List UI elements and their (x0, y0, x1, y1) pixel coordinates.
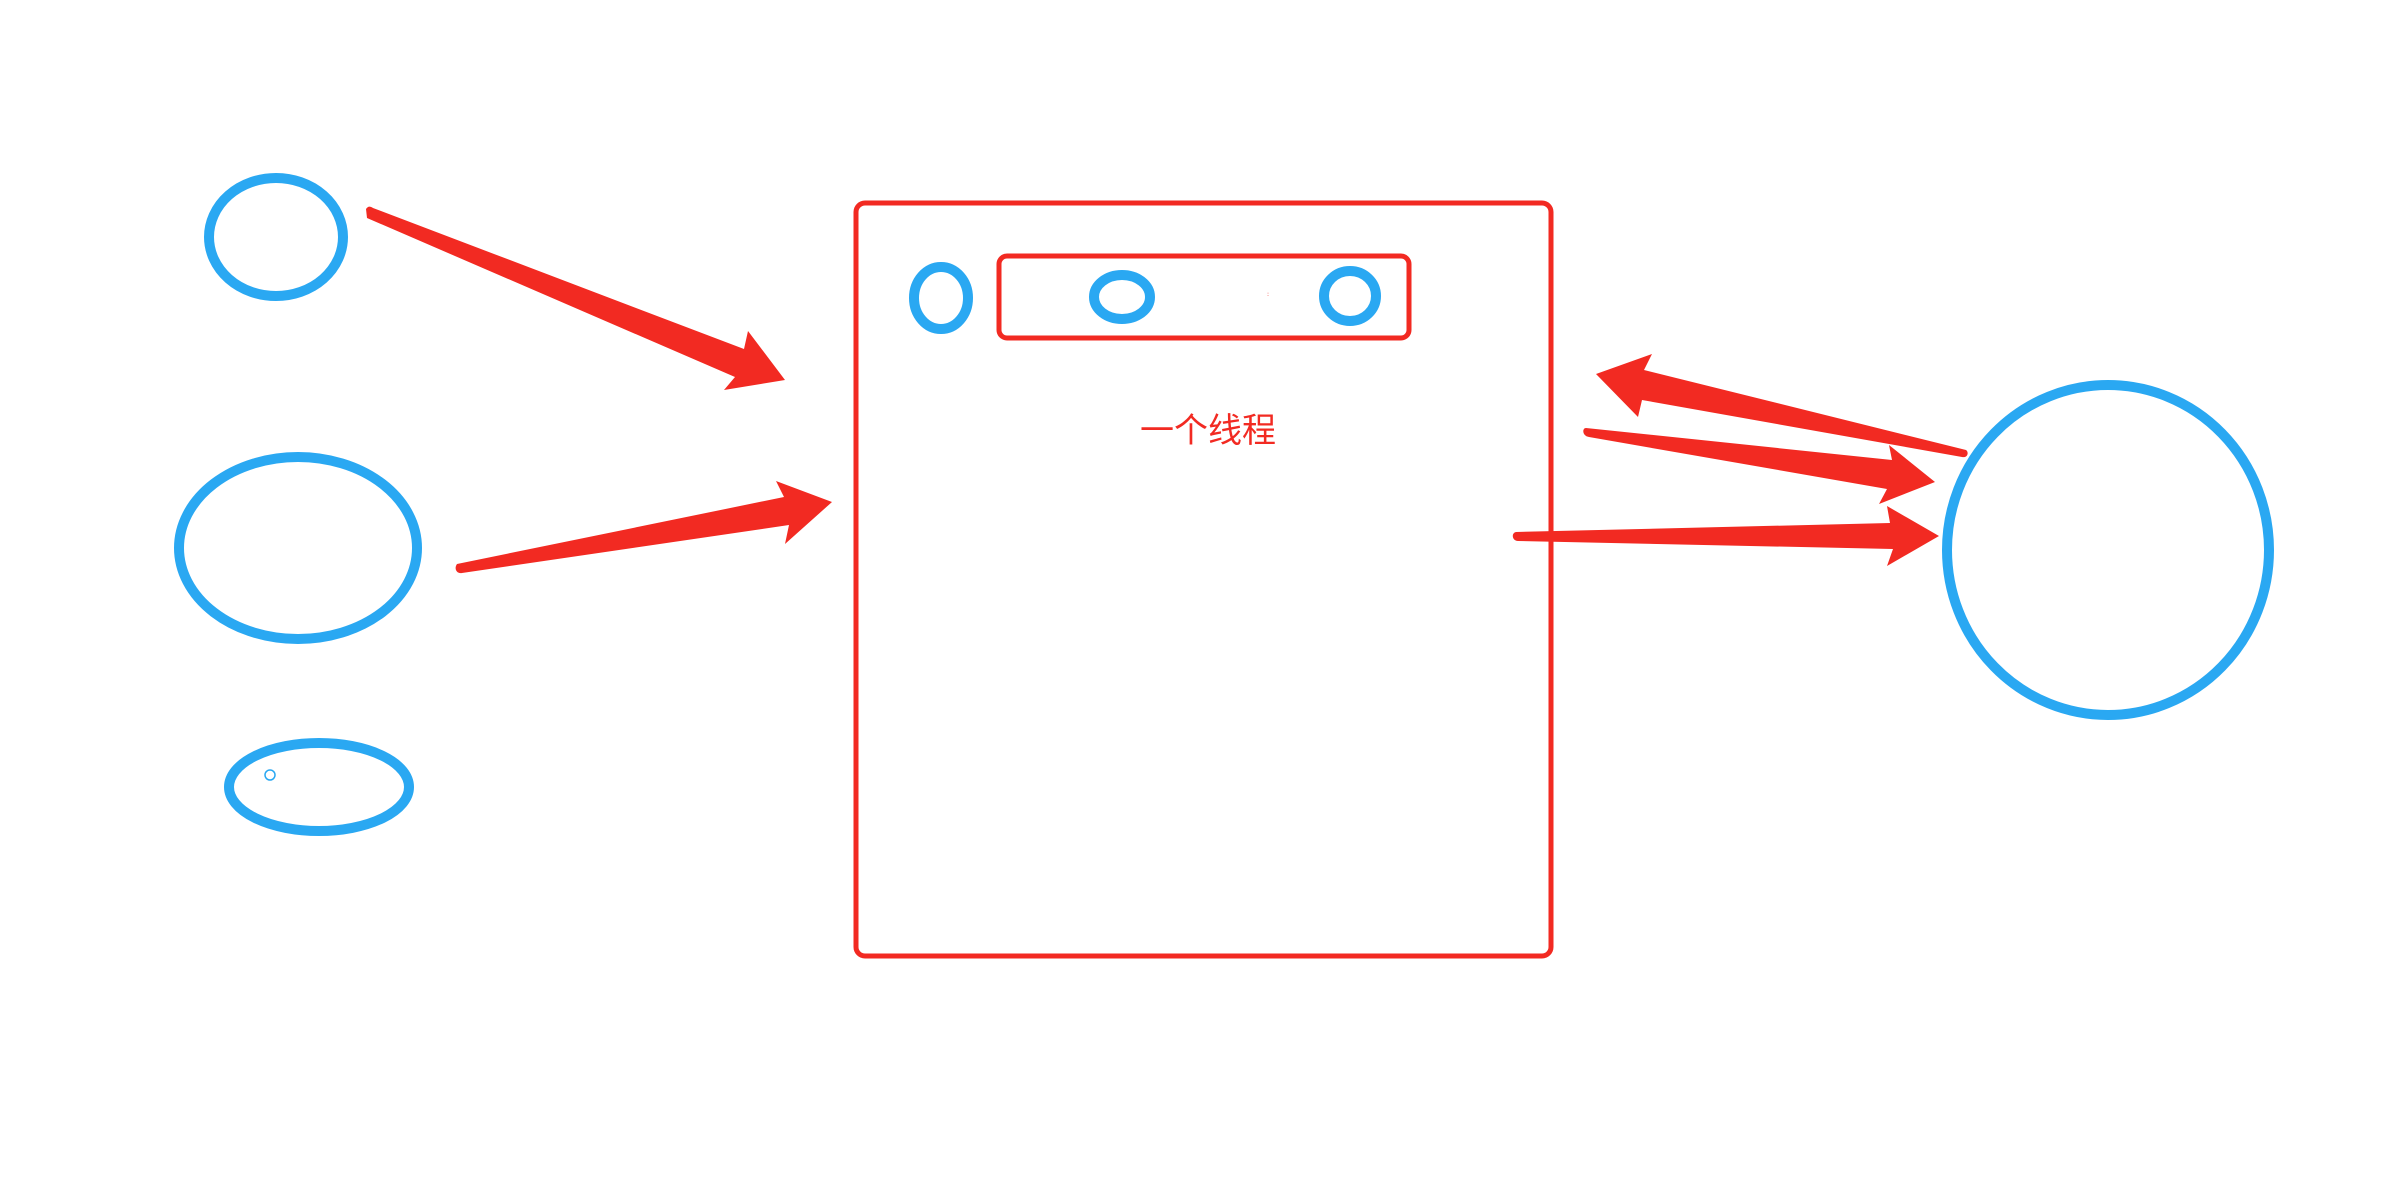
queue-box: : (996, 253, 1412, 341)
resource-circle (1942, 380, 2274, 720)
task-ellipse-bottom (224, 738, 414, 836)
arrow-thread-to-circle-lower (1512, 506, 1939, 566)
arrow-circle-to-thread (1596, 354, 1968, 458)
thread-label: 一个线程 (1140, 411, 1276, 451)
right-arrows (1512, 354, 1968, 566)
queue-ellipse-first (1089, 270, 1155, 324)
left-arrows (366, 206, 832, 574)
thread-box: : 一个线程 (853, 200, 1554, 959)
thread-ellipse-left (909, 262, 973, 334)
queue-inner-mark: : (1267, 291, 1269, 298)
task-ellipse-bottom-dot (264, 769, 276, 781)
task-ellipse-middle (174, 452, 422, 644)
left-task-group (174, 173, 422, 836)
arrow-top-to-thread (366, 206, 785, 390)
task-ellipse-top (204, 173, 348, 301)
arrow-thread-to-circle-upper (1583, 428, 1935, 504)
arrow-middle-to-thread (455, 481, 832, 574)
thread-box-frame (853, 200, 1554, 959)
queue-box-frame (996, 253, 1412, 341)
queue-ellipse-second (1319, 266, 1381, 326)
